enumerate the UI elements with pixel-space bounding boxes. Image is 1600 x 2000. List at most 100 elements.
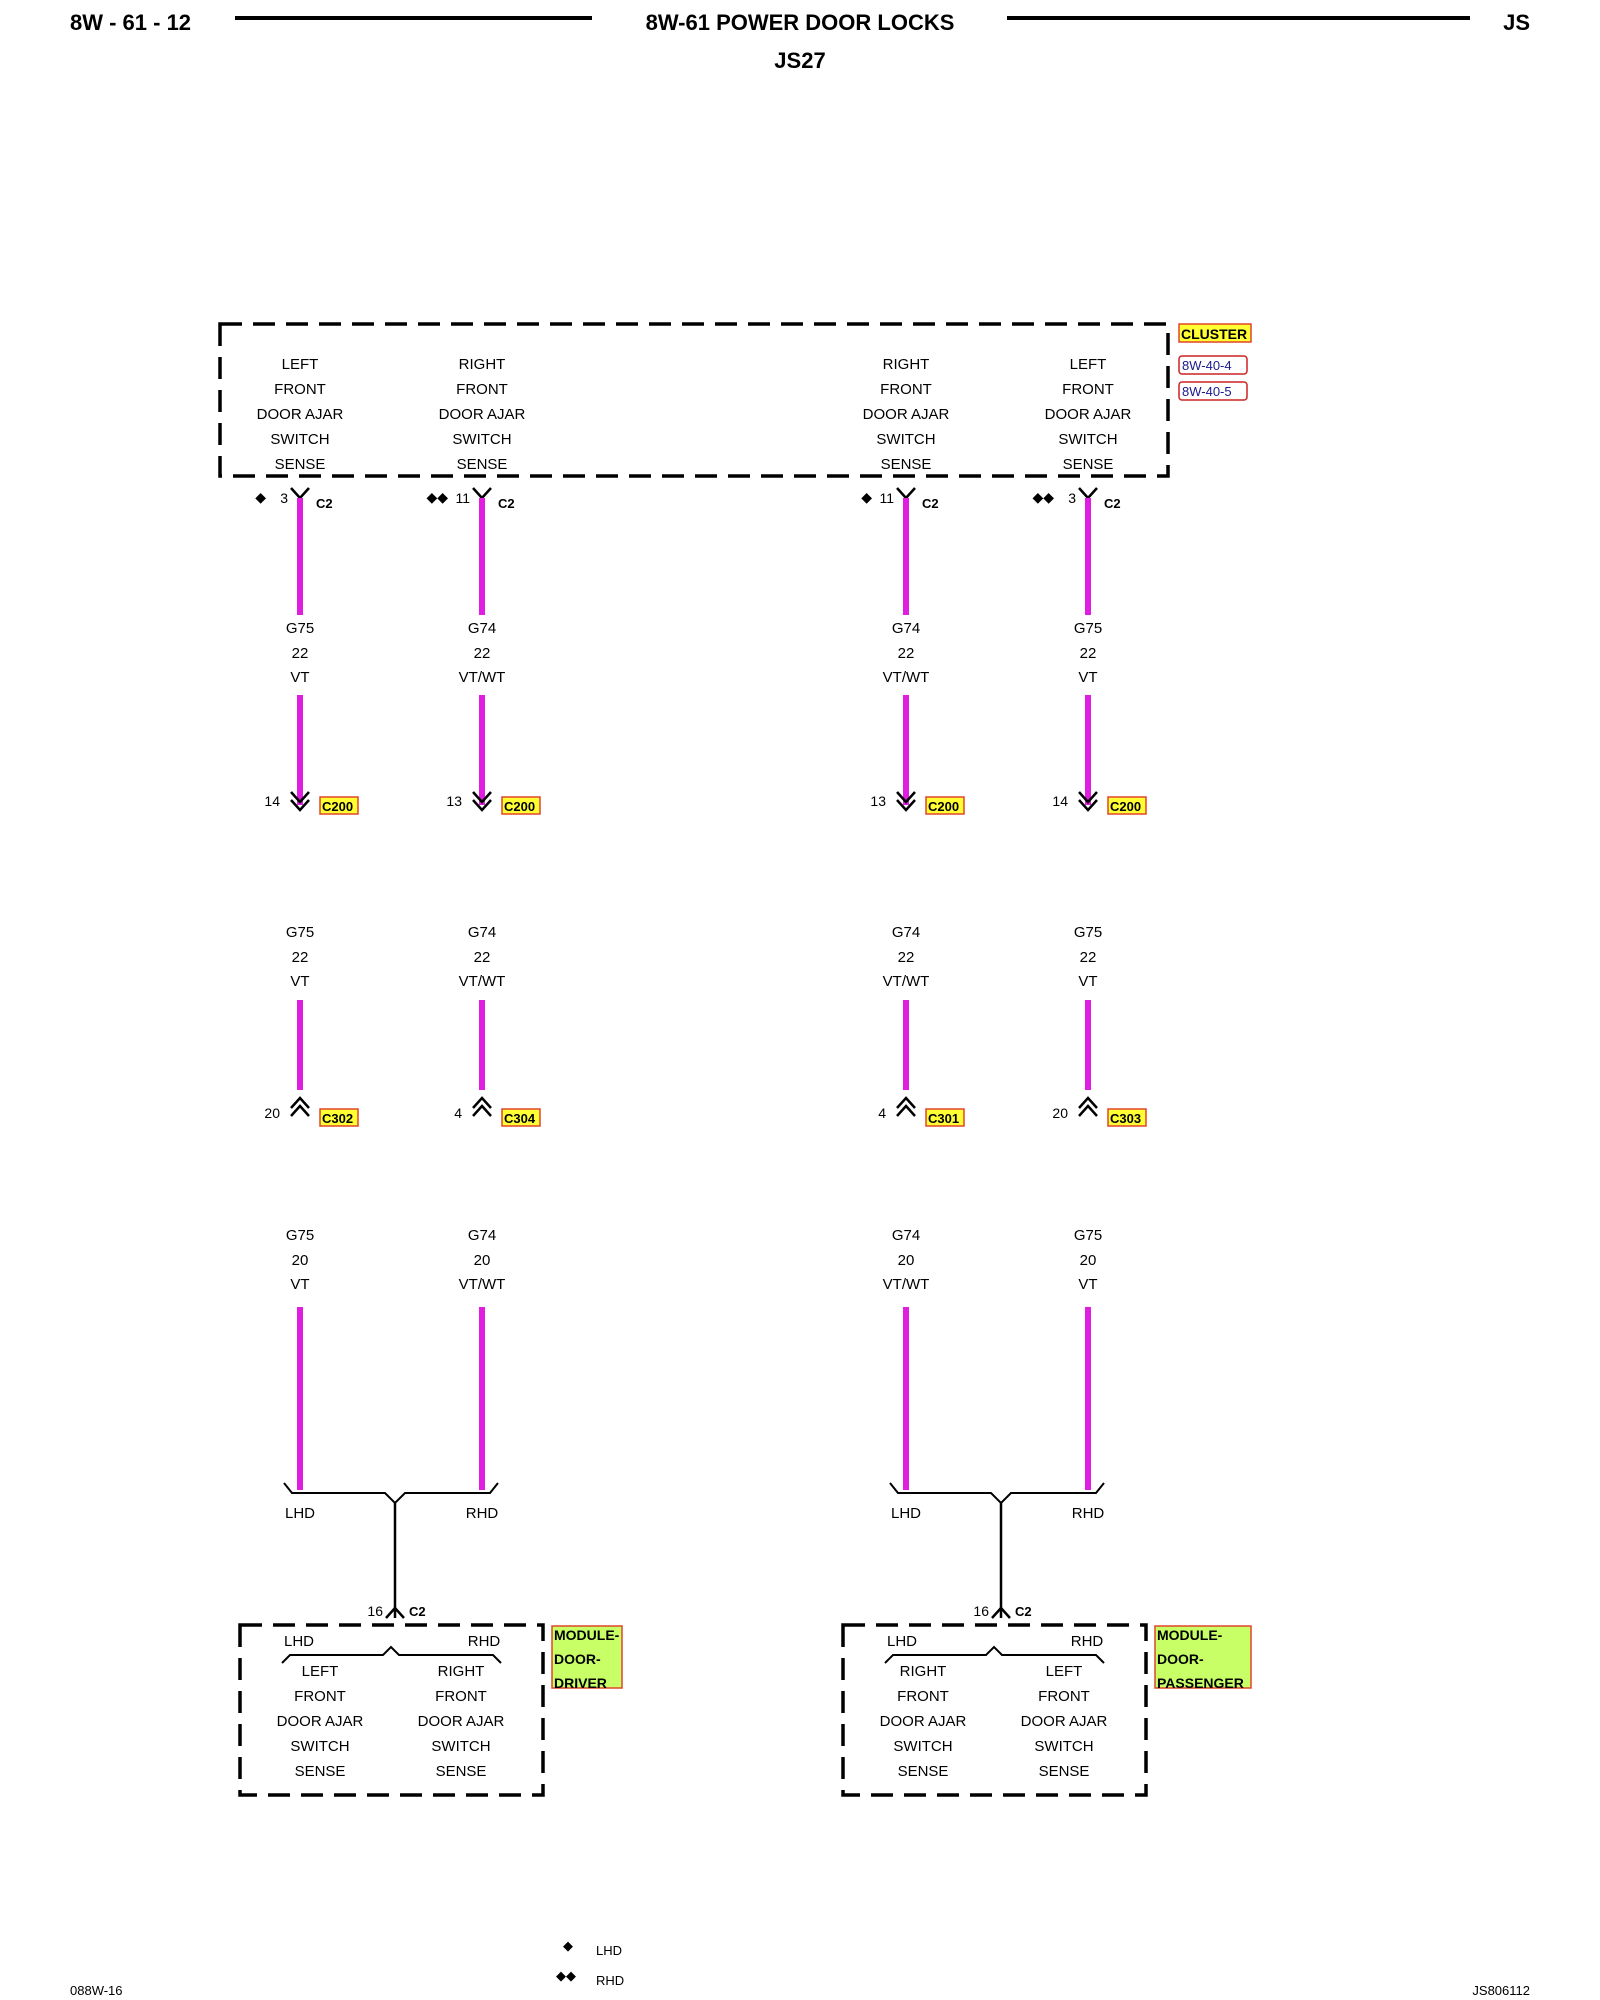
wire-color: VT	[1078, 1276, 1097, 1293]
wire-gauge: 22	[474, 949, 491, 966]
inline-connector-symbol	[290, 791, 310, 812]
door-pin-number: 20	[1052, 1105, 1068, 1121]
wire-color: VT	[290, 1276, 309, 1293]
wire-gauge: 20	[1080, 1252, 1097, 1269]
wire-gauge: 22	[474, 645, 491, 662]
footer-right: JS806112	[1472, 1983, 1530, 1998]
legend-text-lhd: LHD	[596, 1943, 622, 1958]
cluster-ref: 8W-40-5	[1182, 384, 1232, 399]
footer-left: 088W-16	[70, 1983, 123, 1998]
cluster-pin-number: 3	[1068, 490, 1076, 506]
cluster-pin-label: RIGHT	[459, 356, 506, 373]
wire-gauge: 22	[292, 949, 309, 966]
wire-gauge: 22	[898, 645, 915, 662]
door-pin-number: 4	[454, 1105, 462, 1121]
inline-connector: C200	[928, 799, 959, 814]
module-box	[841, 1623, 1148, 1797]
cluster-pin-label: FRONT	[1062, 381, 1114, 398]
split-rhd-label: RHD	[466, 1505, 499, 1522]
module-rhd-label: RHD	[1071, 1633, 1104, 1650]
cluster-ref-box	[1178, 381, 1248, 401]
cluster-box	[218, 322, 1170, 478]
wire-color: VT/WT	[459, 669, 506, 686]
door-connector-tag	[319, 1108, 359, 1127]
legend: ◆ LHD ◆◆ RHD	[556, 1938, 624, 1988]
circuit-id: G74	[468, 620, 496, 637]
cluster-connector-symbol	[896, 487, 916, 500]
door-connector-tag	[925, 1108, 965, 1127]
module-brace	[884, 1645, 1105, 1664]
circuit-id: G74	[468, 1227, 496, 1244]
module-name: DOOR-	[554, 1651, 601, 1667]
split-lhd-label: LHD	[285, 1505, 315, 1522]
cluster-pin-label: LEFT	[282, 356, 319, 373]
door-connector-symbol	[1078, 1096, 1098, 1117]
wire-gauge: 20	[292, 1252, 309, 1269]
wire-option-marker: ◆◆	[426, 489, 448, 505]
cluster-pin-label: SWITCH	[876, 431, 935, 448]
inline-pin-number: 14	[1052, 793, 1068, 809]
door-connector: C301	[928, 1111, 959, 1126]
cluster-name: CLUSTER	[1181, 326, 1247, 342]
module-connector: C2	[409, 1604, 426, 1619]
module-pin-label: SWITCH	[893, 1738, 952, 1755]
cluster-pin-label: SWITCH	[1058, 431, 1117, 448]
circuit-id: G75	[1074, 620, 1102, 637]
module-name: DOOR-	[1157, 1651, 1204, 1667]
circuit-id: G75	[286, 1227, 314, 1244]
circuit-id: G74	[892, 620, 920, 637]
circuit-id: G75	[1074, 1227, 1102, 1244]
door-pin-number: 20	[264, 1105, 280, 1121]
module-name: PASSENGER	[1157, 1675, 1244, 1691]
module-name: MODULE-	[1157, 1627, 1223, 1643]
module-lhd-label: LHD	[887, 1633, 917, 1650]
module-pin-label: RIGHT	[438, 1663, 485, 1680]
cluster-name-tag	[1178, 323, 1252, 343]
cluster-pin-number: 11	[455, 490, 470, 506]
wire-gauge: 20	[898, 1252, 915, 1269]
cluster-pin-label: DOOR AJAR	[257, 406, 344, 423]
vehicle-code: JS	[1503, 10, 1530, 35]
module-pin-number: 16	[367, 1603, 383, 1619]
inline-connector: C200	[1110, 799, 1141, 814]
module-pin-label: SENSE	[898, 1763, 949, 1780]
cluster-connector: C2	[316, 496, 333, 511]
module-name: DRIVER	[554, 1675, 607, 1691]
module-pin-label: FRONT	[1038, 1688, 1090, 1705]
circuit-id: G75	[1074, 924, 1102, 941]
split-lhd-label: LHD	[891, 1505, 921, 1522]
module-pin-label: DOOR AJAR	[880, 1713, 967, 1730]
inline-connector: C200	[504, 799, 535, 814]
module-rhd-label: RHD	[468, 1633, 501, 1650]
door-connector-tag	[1107, 1108, 1147, 1127]
door-connector-symbol	[896, 1096, 916, 1117]
door-connector: C304	[504, 1111, 536, 1126]
module-name-tag	[1154, 1625, 1252, 1689]
cluster-pin-label: DOOR AJAR	[439, 406, 526, 423]
module-pin-number: 16	[973, 1603, 989, 1619]
cluster-connector: C2	[1104, 496, 1121, 511]
module-connector-symbol	[385, 1606, 405, 1619]
wire-gauge: 20	[474, 1252, 491, 1269]
split-bracket	[889, 1482, 1105, 1505]
cluster-pin-number: 11	[879, 490, 894, 506]
module-pin-label: DOOR AJAR	[1021, 1713, 1108, 1730]
wire-option-marker: ◆	[861, 489, 872, 505]
module-pin-label: FRONT	[435, 1688, 487, 1705]
cluster-component: CLUSTER 8W-40-4 8W-40-5 LEFT FRONT DOOR AJA…	[218, 322, 1252, 478]
module-name: MODULE-	[554, 1627, 620, 1643]
cluster-pin-label: FRONT	[456, 381, 508, 398]
page-number: 8W - 61 - 12	[70, 10, 191, 35]
cluster-ref: 8W-40-4	[1182, 358, 1232, 373]
wire-color: VT	[290, 973, 309, 990]
wire-gauge: 22	[1080, 645, 1097, 662]
